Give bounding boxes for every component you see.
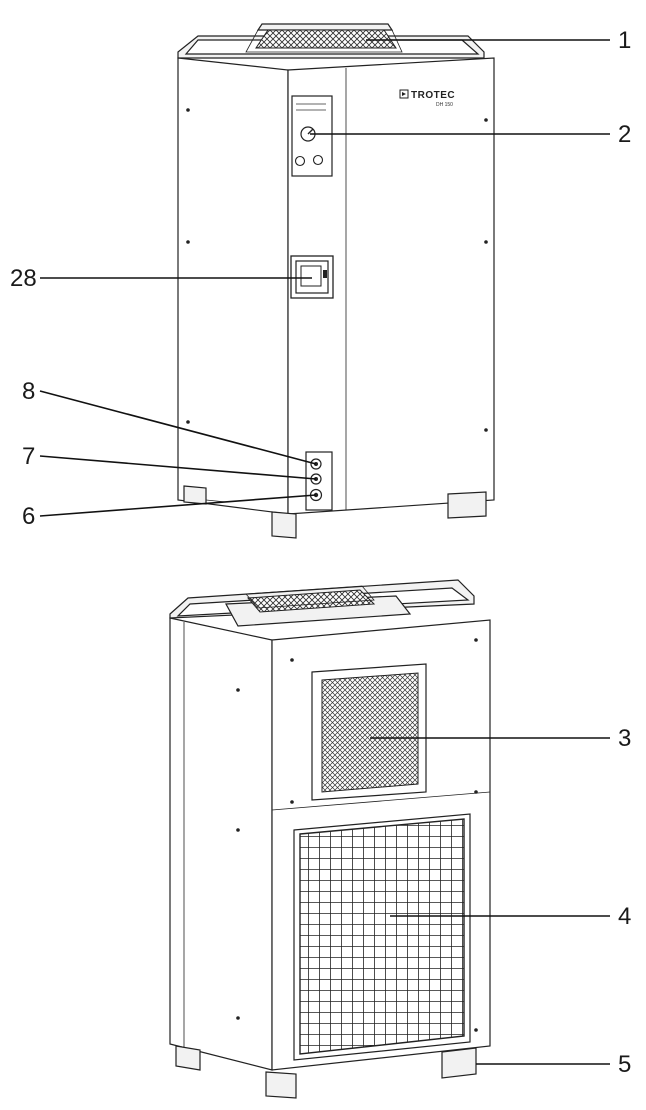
rear-top-filter xyxy=(225,585,412,627)
feet-front-view xyxy=(183,485,487,539)
connector-panel xyxy=(305,451,333,511)
callout-6: 6 xyxy=(22,494,317,530)
feet-rear-view xyxy=(175,1045,477,1099)
callout-number: 5 xyxy=(618,1051,631,1078)
air-outlet-grille xyxy=(293,813,471,1061)
callout-number: 4 xyxy=(618,903,631,930)
top-filter xyxy=(245,23,403,53)
hour-meter xyxy=(290,255,334,299)
callout-4: 4 xyxy=(390,903,631,930)
callout-1: 1 xyxy=(366,27,631,54)
brand-logo: TROTEC DH 150 xyxy=(399,89,455,108)
callout-number: 1 xyxy=(618,27,631,54)
air-intake-grille xyxy=(311,663,427,801)
callout-number: 6 xyxy=(22,503,35,530)
callout-3: 3 xyxy=(370,725,631,752)
callout-number: 3 xyxy=(618,725,631,752)
side-panel-left xyxy=(177,57,289,515)
rear-side-panel xyxy=(169,617,273,1071)
callout-2: 2 xyxy=(310,121,631,148)
callout-number: 28 xyxy=(10,265,37,292)
callout-8: 8 xyxy=(22,378,317,465)
front-view: TROTEC DH 150 xyxy=(177,23,495,539)
brand-label: TROTEC xyxy=(411,90,455,101)
callout-5: 5 xyxy=(476,1051,631,1078)
callout-number: 2 xyxy=(618,121,631,148)
callout-7: 7 xyxy=(22,443,317,480)
callout-28: 28 xyxy=(10,265,312,292)
model-label: DH 150 xyxy=(436,102,453,108)
control-panel xyxy=(291,95,333,177)
rear-view xyxy=(169,579,491,1099)
callout-number: 8 xyxy=(22,378,35,405)
callout-number: 7 xyxy=(22,443,35,470)
